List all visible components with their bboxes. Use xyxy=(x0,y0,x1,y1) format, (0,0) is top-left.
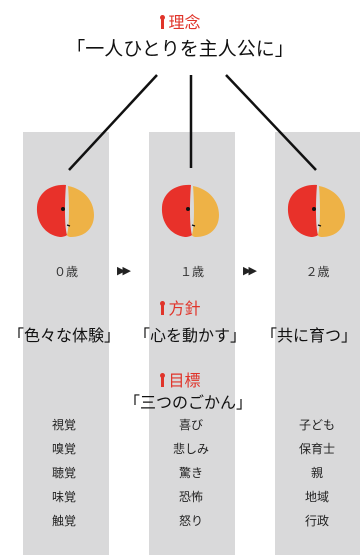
goals-subtitle: 「三つのごかん」 xyxy=(123,393,252,412)
brain-right-hemisphere xyxy=(318,186,345,237)
pin-icon xyxy=(159,373,166,387)
policy-item: 「共に育つ」 xyxy=(260,326,357,345)
list-item: 保育士 xyxy=(298,442,335,456)
philosophy-slogan: 「一人ひとりを主人公に」 xyxy=(66,38,294,60)
list-item: 怒り xyxy=(178,514,203,528)
brain-icon-age-1 xyxy=(161,184,219,237)
philosophy-heading: 理念 xyxy=(0,9,360,33)
pin-icon xyxy=(159,301,166,315)
brain-eye xyxy=(61,207,65,211)
list-item: 触覚 xyxy=(51,514,76,528)
policy-item: 「心を動かす」 xyxy=(133,326,246,345)
brain-icon-age-2 xyxy=(287,184,345,237)
list-item: 子ども xyxy=(298,418,335,432)
connector-line-left xyxy=(68,74,158,171)
goals-list-emotions: 喜び 悲しみ 驚き 恐怖 怒り xyxy=(156,413,226,533)
pin-icon xyxy=(159,15,166,29)
list-item: 味覚 xyxy=(51,490,76,504)
list-item: 驚き xyxy=(178,466,203,480)
double-arrow-icon: ▶▶ xyxy=(243,264,257,277)
brain-left-hemisphere xyxy=(36,184,67,237)
list-item: 行政 xyxy=(304,514,329,528)
connector-line-right xyxy=(225,74,317,171)
stage-age-label: ２歳 xyxy=(305,265,330,279)
list-item: 恐怖 xyxy=(178,490,203,504)
list-item: 地域 xyxy=(304,490,329,504)
stage-age-label: １歳 xyxy=(179,265,204,279)
goals-list-relations: 子ども 保育士 親 地域 行政 xyxy=(282,413,352,533)
brain-eye xyxy=(186,207,190,211)
list-item: 親 xyxy=(310,466,323,480)
double-arrow-icon: ▶▶ xyxy=(117,264,131,277)
list-item: 聴覚 xyxy=(51,466,76,480)
goals-heading: 目標 xyxy=(0,367,360,391)
brain-right-hemisphere xyxy=(192,186,219,237)
policy-item: 「色々な体験」 xyxy=(7,326,120,345)
stage-age-label: ０歳 xyxy=(53,265,78,279)
brain-eye xyxy=(312,207,316,211)
brain-left-hemisphere xyxy=(161,184,192,237)
stage-0-column xyxy=(23,132,109,555)
brain-left-hemisphere xyxy=(287,184,318,237)
brain-icon-age-0 xyxy=(36,184,94,237)
list-item: 視覚 xyxy=(51,418,76,432)
goals-list-senses: 視覚 嗅覚 聴覚 味覚 触覚 xyxy=(29,413,99,533)
list-item: 悲しみ xyxy=(172,442,209,456)
policy-heading: 方針 xyxy=(0,295,360,319)
list-item: 喜び xyxy=(178,418,203,432)
brain-right-hemisphere xyxy=(67,186,94,237)
list-item: 嗅覚 xyxy=(51,442,76,456)
